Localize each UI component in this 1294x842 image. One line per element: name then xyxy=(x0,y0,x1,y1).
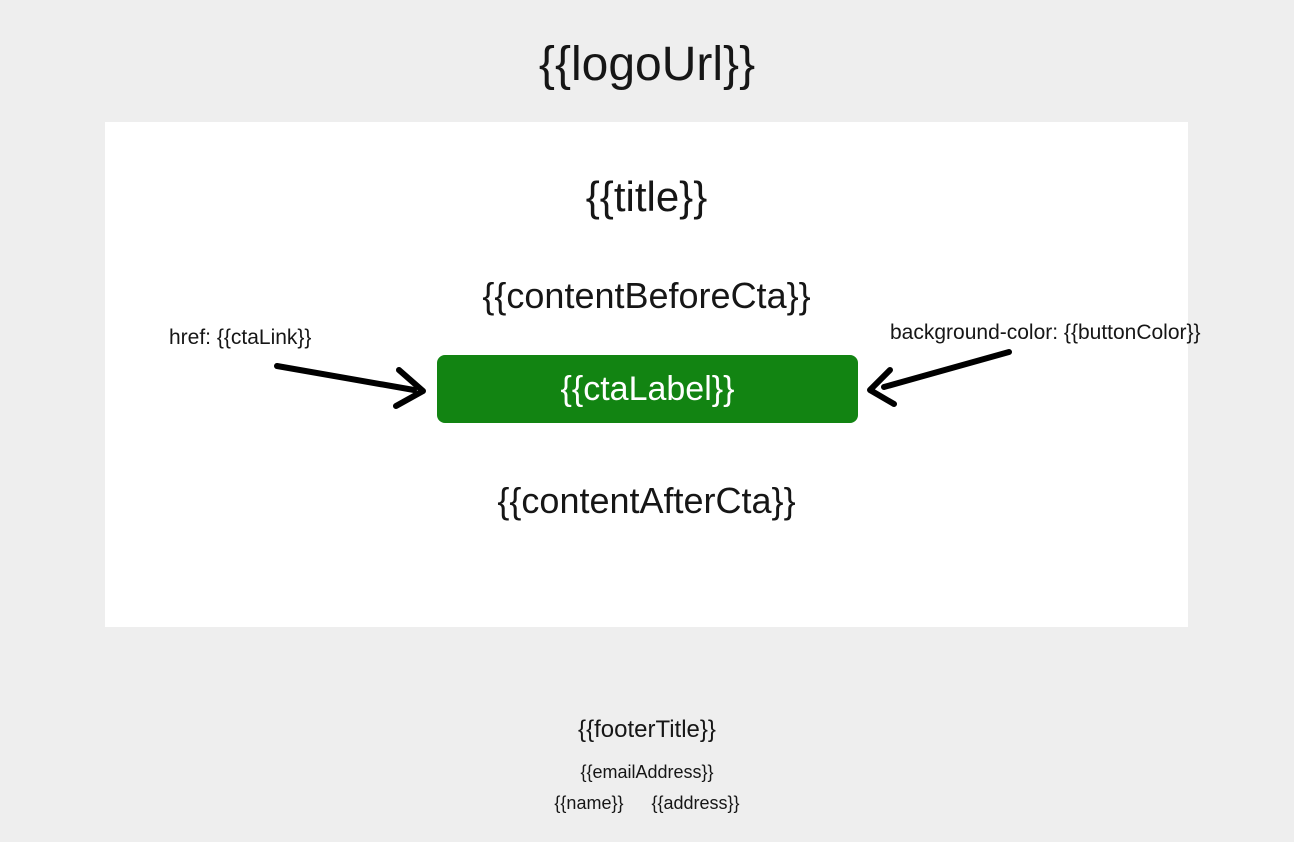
footer-email-address-placeholder: {{emailAddress}} xyxy=(580,762,714,782)
footer-address-placeholder: {{address}} xyxy=(651,793,740,813)
cta-button[interactable]: {{ctaLabel}} xyxy=(437,355,858,423)
content-before-cta-placeholder: {{contentBeforeCta}} xyxy=(482,275,811,316)
email-title-placeholder: {{title}} xyxy=(585,173,708,220)
annotation-cta-link: href: {{ctaLink}} xyxy=(169,326,312,349)
logo-placeholder: {{logoUrl}} xyxy=(538,38,756,91)
email-card: {{title}} {{contentBeforeCta}} {{ctaLabe… xyxy=(105,122,1188,627)
footer-title-placeholder: {{footerTitle}} xyxy=(578,716,716,743)
content-after-cta-placeholder: {{contentAfterCta}} xyxy=(497,480,796,521)
footer-name-placeholder: {{name}} xyxy=(554,793,624,813)
footer-name-address-row: {{name}} {{address}} xyxy=(0,793,1294,815)
annotation-button-color: background-color: {{buttonColor}} xyxy=(890,321,1201,344)
